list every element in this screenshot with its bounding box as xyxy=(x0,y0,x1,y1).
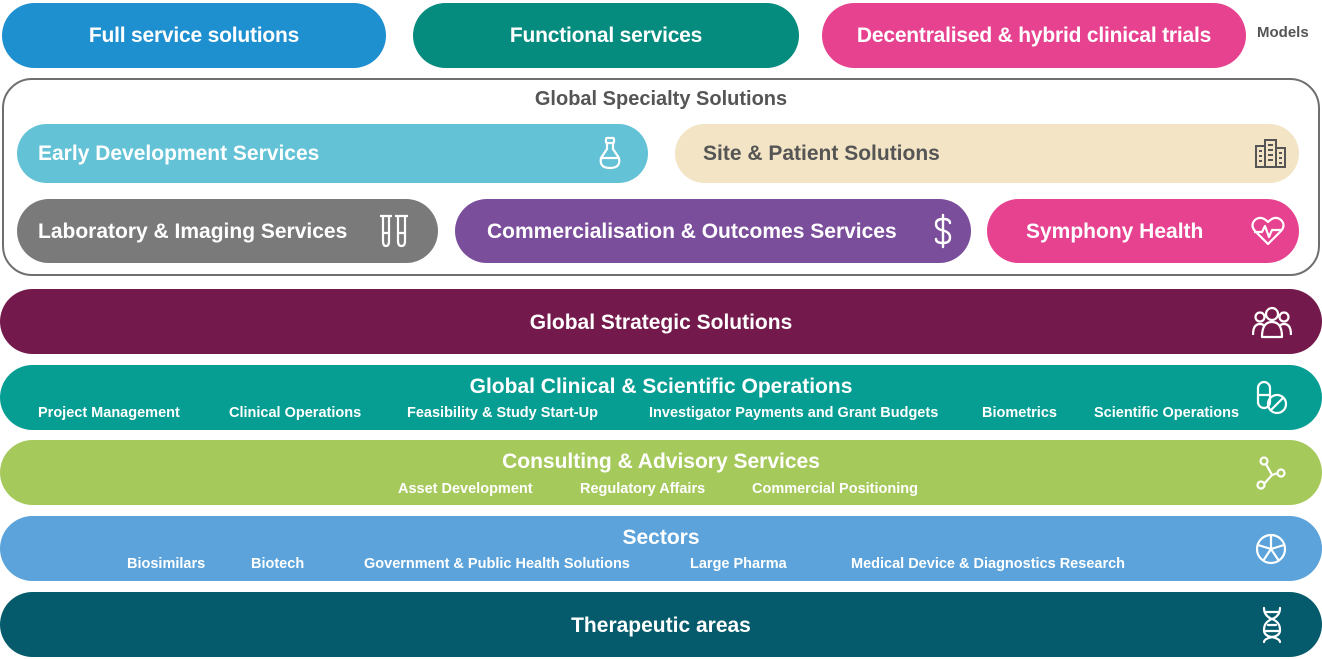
laboratory-imaging-pill[interactable]: Laboratory & Imaging Services xyxy=(17,199,438,263)
clinical-ops-item: Scientific Operations xyxy=(1094,405,1240,421)
flask-icon xyxy=(597,136,623,170)
site-patient-label: Site & Patient Solutions xyxy=(703,142,940,165)
symphony-health-label: Symphony Health xyxy=(1026,220,1204,243)
sectors-item: Government & Public Health Solutions xyxy=(364,556,630,572)
clinical-ops-item: Biometrics xyxy=(982,405,1057,421)
people-icon xyxy=(1252,305,1292,339)
clinical-ops-band[interactable]: Global Clinical & Scientific Operations … xyxy=(0,365,1322,430)
dollar-icon xyxy=(931,213,955,249)
global-specialty-title: Global Specialty Solutions xyxy=(534,88,788,110)
clinical-ops-item: Project Management xyxy=(38,405,180,421)
therapeutic-band[interactable]: Therapeutic areas xyxy=(0,592,1322,657)
model-decentralised-trials-label: Decentralised & hybrid clinical trials xyxy=(856,23,1212,47)
global-specialty-box xyxy=(2,78,1320,276)
commercialisation-outcomes-label: Commercialisation & Outcomes Services xyxy=(487,220,897,243)
heart-pulse-icon xyxy=(1251,215,1285,247)
commercialisation-outcomes-pill[interactable]: Commercialisation & Outcomes Services xyxy=(455,199,971,263)
sectors-title: Sectors xyxy=(622,526,700,549)
model-functional-services[interactable]: Functional services xyxy=(413,3,799,68)
consulting-item: Regulatory Affairs xyxy=(580,481,706,497)
clinical-ops-item: Clinical Operations xyxy=(229,405,362,421)
sectors-item: Biosimilars xyxy=(127,556,206,572)
dna-icon xyxy=(1260,606,1284,644)
early-development-label: Early Development Services xyxy=(38,142,320,165)
model-decentralised-trials[interactable]: Decentralised & hybrid clinical trials xyxy=(822,3,1246,68)
sectors-item: Large Pharma xyxy=(690,556,787,572)
network-icon xyxy=(1255,455,1287,491)
pill-icon xyxy=(1256,380,1288,416)
site-patient-pill[interactable]: Site & Patient Solutions xyxy=(675,124,1299,183)
clinical-ops-item: Investigator Payments and Grant Budgets xyxy=(649,405,939,421)
clinical-ops-title: Global Clinical & Scientific Operations xyxy=(469,375,853,398)
laboratory-imaging-label: Laboratory & Imaging Services xyxy=(38,220,348,243)
therapeutic-title: Therapeutic areas xyxy=(571,614,751,637)
global-strategic-band[interactable]: Global Strategic Solutions xyxy=(0,289,1322,354)
models-label: Models xyxy=(1257,24,1309,41)
consulting-band[interactable]: Consulting & Advisory Services Asset Dev… xyxy=(0,440,1322,505)
sectors-band[interactable]: Sectors Biosimilars Biotech Government &… xyxy=(0,516,1322,581)
model-full-service-label: Full service solutions xyxy=(88,23,300,47)
early-development-pill[interactable]: Early Development Services xyxy=(17,124,648,183)
wheel-icon xyxy=(1255,533,1287,565)
symphony-health-pill[interactable]: Symphony Health xyxy=(987,199,1299,263)
global-strategic-title: Global Strategic Solutions xyxy=(529,311,793,334)
buildings-icon xyxy=(1254,138,1287,169)
consulting-item: Asset Development xyxy=(398,481,533,497)
sectors-item: Biotech xyxy=(251,556,305,572)
consulting-item: Commercial Positioning xyxy=(752,481,918,497)
test-tubes-icon xyxy=(379,213,409,249)
clinical-ops-item: Feasibility & Study Start-Up xyxy=(407,405,598,421)
model-full-service[interactable]: Full service solutions xyxy=(2,3,386,68)
sectors-item: Medical Device & Diagnostics Research xyxy=(851,556,1126,572)
consulting-title: Consulting & Advisory Services xyxy=(502,450,820,473)
model-functional-services-label: Functional services xyxy=(509,23,703,47)
